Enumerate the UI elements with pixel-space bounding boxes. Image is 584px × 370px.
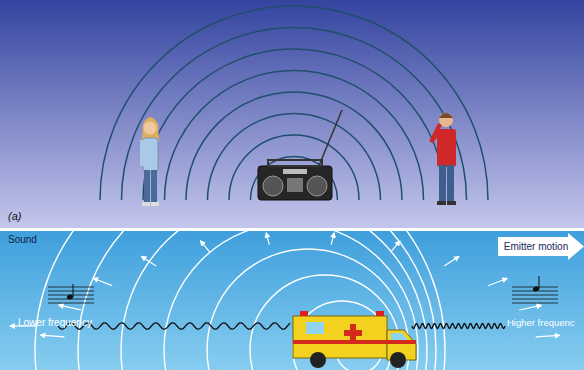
bottom-panel (0, 231, 584, 370)
music-staff (48, 284, 94, 303)
cross-mark (344, 324, 362, 342)
speaker (263, 176, 283, 196)
sound-arrow (59, 305, 81, 310)
wheel (390, 352, 406, 368)
leg (151, 170, 157, 203)
wave-front (164, 231, 418, 370)
wave-front (251, 157, 338, 201)
text-label: (a) (8, 211, 21, 222)
wave-front (165, 71, 424, 201)
tape-deck (287, 178, 303, 192)
raised-arm (431, 124, 440, 142)
wave-front (100, 6, 488, 200)
wave-front (143, 49, 445, 200)
leg (439, 165, 446, 202)
shoe (447, 201, 456, 205)
music-staff (512, 276, 558, 303)
sound-arrow (488, 278, 507, 285)
boombox-body (258, 166, 332, 200)
ambulance (293, 311, 416, 368)
shoe (151, 202, 159, 206)
staff-line (512, 295, 558, 296)
note-stem (73, 284, 74, 297)
man-figure (431, 113, 456, 205)
boombox-handle (268, 160, 322, 166)
arm (140, 140, 144, 166)
beacon (376, 311, 384, 316)
sound-arrow (519, 305, 541, 310)
wave-front (207, 249, 409, 370)
sound-arrow (331, 233, 334, 245)
hair (439, 113, 453, 118)
panel-divider (0, 228, 584, 231)
wave-front (293, 301, 391, 370)
text-label: Sound (8, 235, 37, 245)
wave-front (250, 275, 400, 370)
doppler-scene (10, 231, 559, 370)
sound-arrow (142, 256, 157, 266)
arrow-outline (498, 233, 584, 260)
motion-arrow: Emitter motion (498, 233, 584, 260)
staff-line (48, 287, 94, 288)
beacon (300, 311, 308, 316)
sound-waves (100, 6, 488, 200)
wave-front (35, 231, 445, 370)
dial (283, 169, 307, 174)
top-panel (0, 0, 584, 228)
staff-line (512, 303, 558, 304)
leg (144, 170, 150, 203)
sound-arrow (41, 335, 65, 337)
leg (447, 165, 454, 202)
head (144, 122, 157, 135)
sound-arrow (391, 241, 400, 252)
wave-front (121, 231, 427, 370)
boombox (258, 110, 342, 200)
note-stem (539, 276, 540, 289)
wave-front (186, 92, 402, 200)
shirt (143, 138, 158, 172)
high-frequency-wave (412, 324, 505, 329)
staff-line (48, 291, 94, 292)
sound-arrow (93, 278, 112, 285)
ambulance-box (293, 316, 387, 358)
wheel (310, 352, 326, 368)
text-label: Higher frequenc (507, 318, 575, 328)
wave-front (122, 28, 467, 201)
text-label: Lower frequency (18, 318, 92, 328)
shoe (437, 201, 446, 205)
sound-arrow (536, 335, 560, 337)
shoe (142, 202, 150, 206)
sound-arrow (201, 241, 210, 252)
shirt (437, 129, 456, 167)
wave-front (78, 231, 436, 370)
low-frequency-wave (58, 323, 290, 329)
sound-arrow (266, 233, 269, 245)
speaker (307, 176, 327, 196)
arrow-text: Emitter motion (498, 233, 584, 260)
wave-front (208, 114, 381, 201)
staff-line (512, 299, 558, 300)
staff-line (48, 303, 94, 304)
wave-front (229, 135, 359, 200)
side-window (306, 322, 324, 334)
sound-arrow (444, 257, 459, 267)
woman-figure (140, 117, 159, 206)
